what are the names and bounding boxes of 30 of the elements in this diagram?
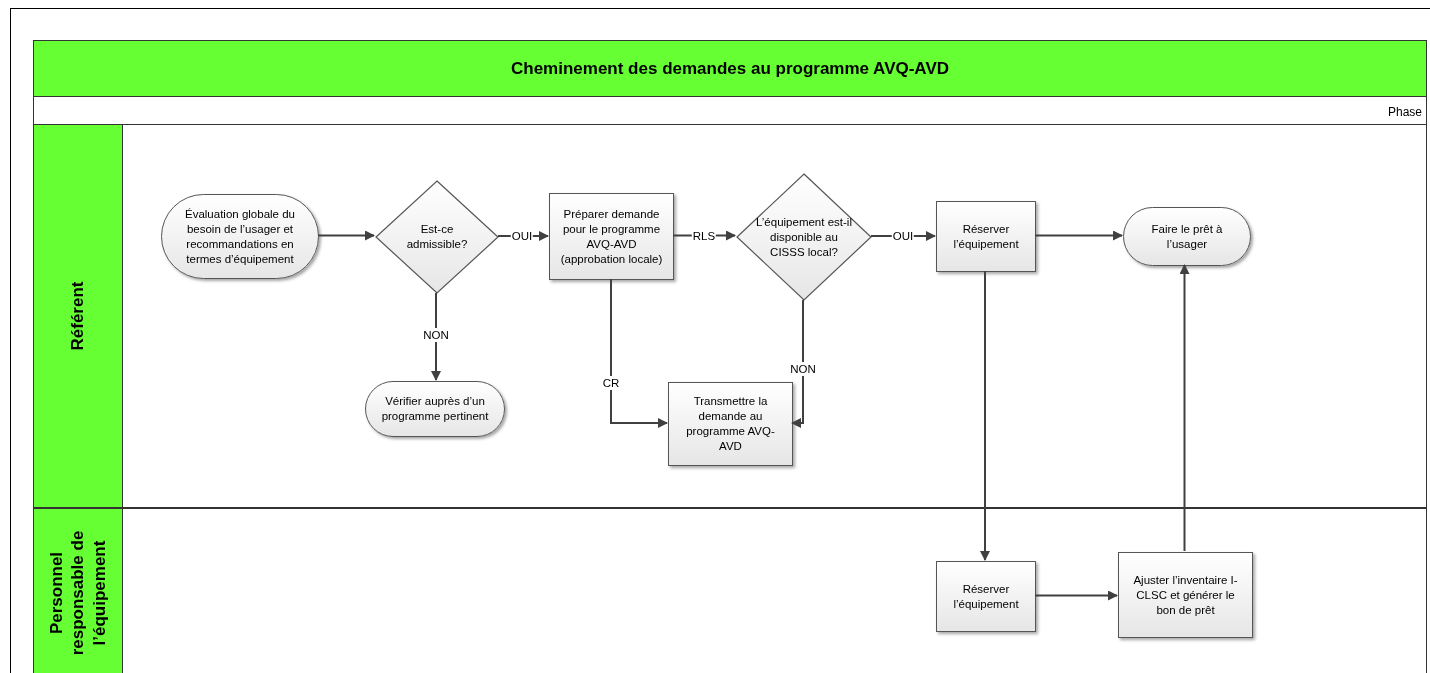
arrow	[431, 292, 441, 381]
decision-diamond: Est-ce admissible?	[375, 180, 499, 294]
process-box: Transmettre la demande au programme AVQ-AVD	[668, 382, 793, 466]
terminal-shape: Évaluation globale du besoin de l’usager et recommandations en termes d’équipement	[161, 194, 319, 279]
edge-label: OUI	[510, 229, 534, 243]
swimlane	[33, 508, 1427, 673]
title-bar: Cheminement des demandes au programme AVQ-AVD	[33, 40, 1427, 97]
edge-label: NON	[789, 362, 817, 376]
terminal-shape: Faire le prêt à l’usager	[1123, 207, 1251, 266]
arrow	[610, 278, 668, 428]
arrow	[317, 230, 375, 241]
decision-diamond: L’équipement est-il disponible au CISSS local?	[736, 173, 872, 301]
edge-label: OUI	[891, 229, 915, 243]
swimlane	[33, 124, 1427, 508]
process-box: Préparer demande pour le programme AVQ-AVD (approbation locale)	[549, 193, 674, 280]
terminal-shape: Vérifier auprès d’un programme pertinent	[365, 381, 505, 437]
process-box: Ajuster l’inventaire I-CLSC et générer le bon de prêt	[1118, 552, 1253, 638]
edge-label: CR	[601, 376, 621, 390]
arrow	[1034, 230, 1123, 241]
arrow	[1034, 590, 1118, 601]
lane-label: Personnel responsable de l’équipement	[46, 529, 110, 658]
phase-label: Phase	[1387, 104, 1422, 121]
edge-label: NON	[422, 328, 450, 342]
arrow	[980, 270, 990, 561]
edge-label: RLS	[691, 229, 717, 243]
arrow	[791, 299, 804, 428]
process-box: Réserver l’équipement	[936, 561, 1036, 632]
process-box: Réserver l’équipement	[936, 201, 1036, 272]
arrow	[1179, 264, 1190, 552]
lane-label: Référent	[67, 280, 89, 353]
